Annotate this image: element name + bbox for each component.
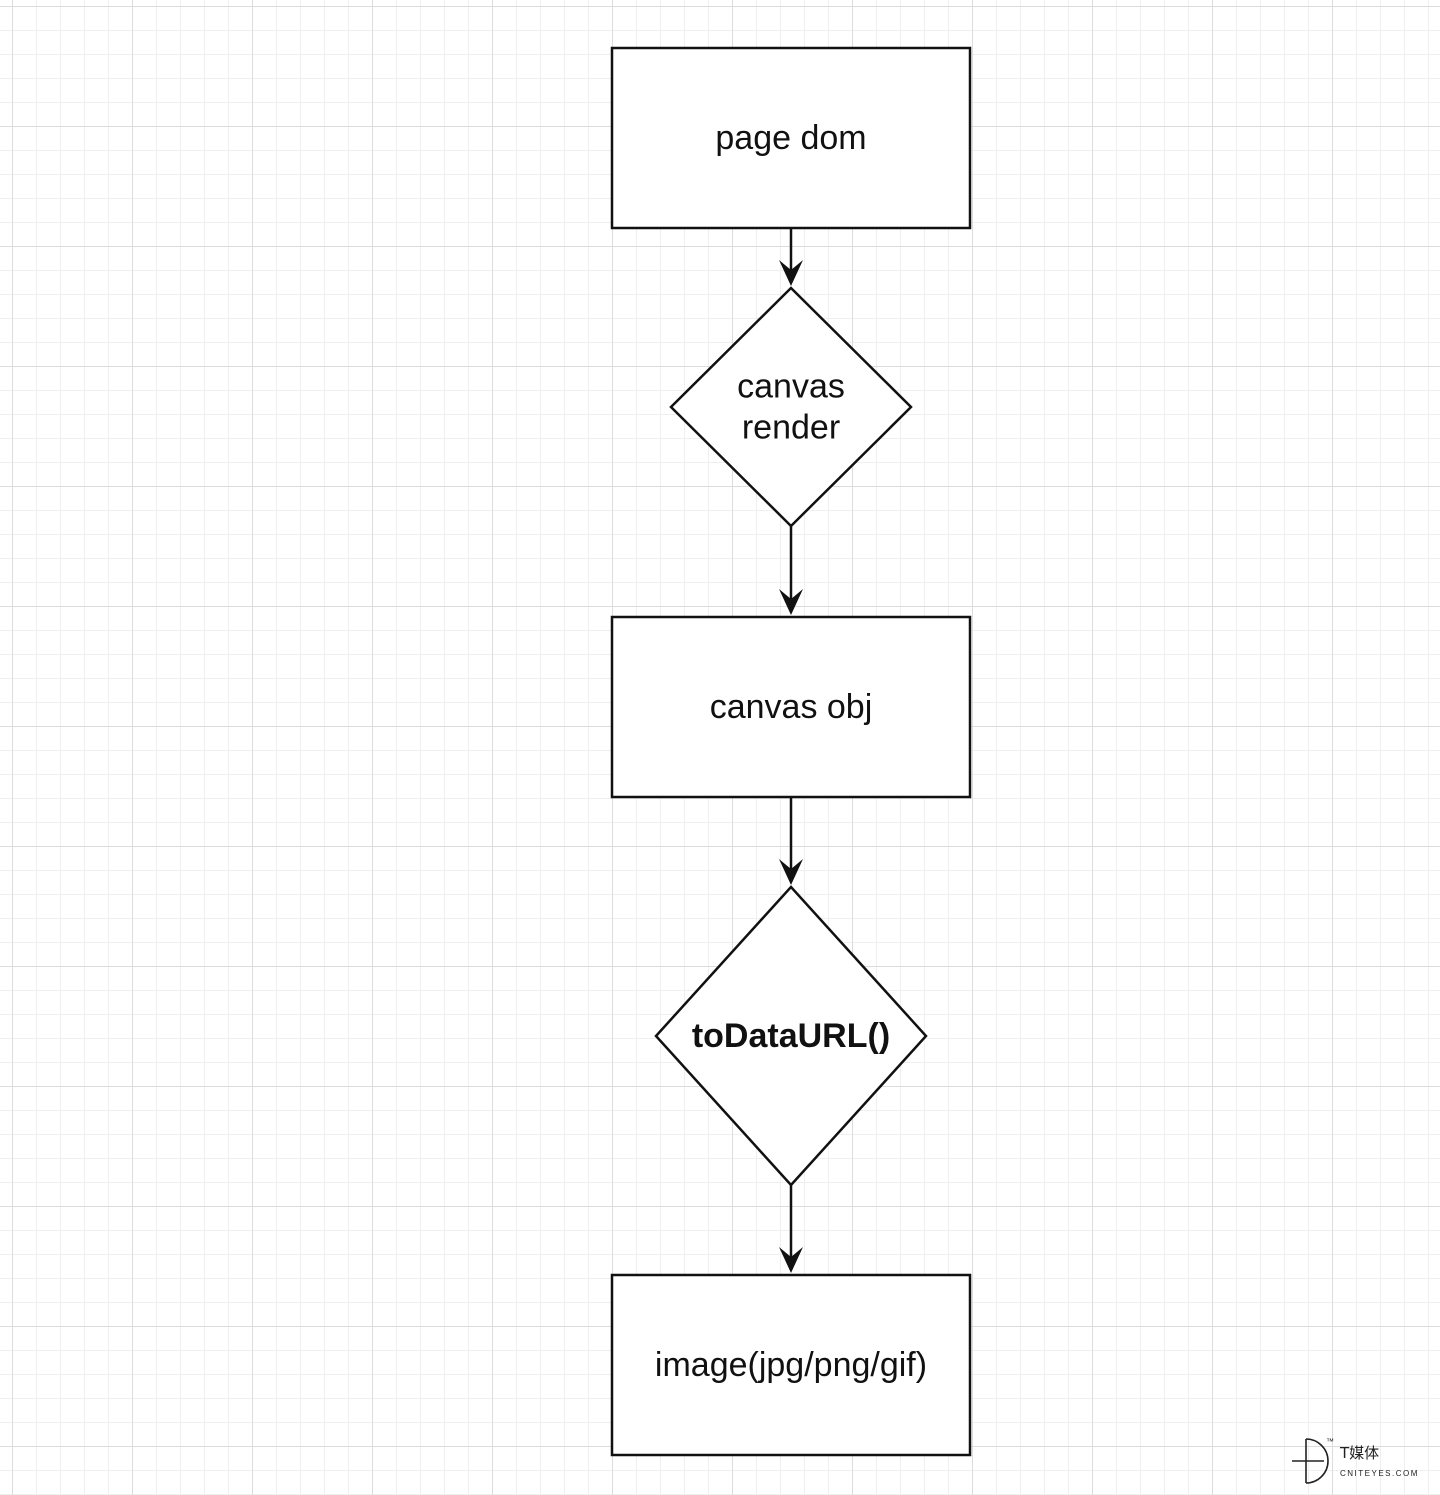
edges-layer	[779, 228, 803, 1273]
watermark-logo: ™ T媒体 CNITEYES.COM	[1292, 1437, 1419, 1484]
logo-icon	[1292, 1438, 1329, 1484]
edge-canvas-render-to-canvas-obj	[779, 526, 803, 615]
node-shape-image	[610, 1273, 972, 1457]
watermark-en-text: CNITEYES.COM	[1340, 1469, 1419, 1478]
arrowhead-icon	[779, 589, 803, 615]
node-shape-page-dom	[610, 46, 972, 230]
node-label-page-dom: page dom	[715, 119, 866, 157]
watermark-cn-text: T媒体	[1339, 1444, 1379, 1462]
edge-page-dom-to-canvas-render	[779, 228, 803, 286]
watermark-tm: ™	[1326, 1437, 1336, 1446]
node-label-canvas-render-2: render	[742, 409, 840, 447]
node-shape-canvas-obj	[610, 615, 972, 799]
node-label-to-data-url: toDataURL()	[692, 1017, 890, 1055]
node-shape-to-data-url	[654, 885, 928, 1187]
node-label-canvas-obj: canvas obj	[710, 688, 873, 726]
node-shape-canvas-render	[669, 286, 913, 528]
edge-canvas-obj-to-to-data-url	[779, 797, 803, 885]
node-label-canvas-render-1: canvas	[737, 368, 845, 406]
node-label-image: image(jpg/png/gif)	[655, 1346, 927, 1384]
edge-to-data-url-to-image	[779, 1185, 803, 1273]
node-to-data-url: toDataURL()	[654, 885, 928, 1187]
node-canvas-obj: canvas obj	[610, 615, 972, 799]
arrowhead-icon	[779, 859, 803, 885]
arrowhead-icon	[779, 260, 803, 286]
arrowhead-icon	[779, 1247, 803, 1273]
node-page-dom: page dom	[610, 46, 972, 230]
node-image: image(jpg/png/gif)	[610, 1273, 972, 1457]
